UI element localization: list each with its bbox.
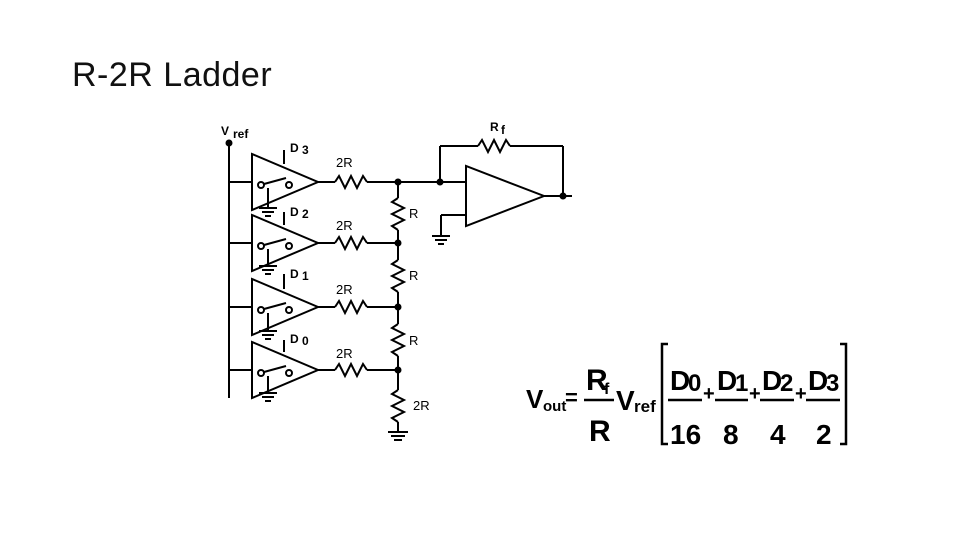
eq-term-d3-den: 2 [816, 419, 832, 450]
eq-term-d2-num: D [762, 365, 782, 396]
bit-resistor-label-d3: 2R [336, 155, 353, 170]
switch-buffer-d0 [251, 340, 321, 400]
eq-term-d1-den: 8 [723, 419, 739, 450]
vref-node [225, 139, 233, 147]
eq-term-d0-den: 16 [670, 419, 701, 450]
eq-term-d0-num-sub: 0 [688, 370, 701, 397]
ladder-rail [388, 178, 408, 441]
bit-label-d1-sub: 1 [302, 269, 309, 283]
eq-right-bracket [840, 342, 848, 446]
bit-label-d0: D [290, 332, 299, 346]
bit-stage-d2 [229, 212, 398, 275]
ladder-resistor-r1 [389, 197, 407, 231]
eq-left-bracket [660, 342, 668, 446]
resistor-2r-d0 [334, 361, 368, 379]
op-amp-section [398, 137, 572, 245]
bit-resistor-label-d1: 2R [336, 282, 353, 297]
ladder-resistor-r3 [389, 323, 407, 357]
ladder-label-r3: R [409, 333, 418, 348]
resistor-2r-d3 [334, 173, 368, 191]
eq-term-d1-num: D [717, 365, 737, 396]
bit-label-d2: D [290, 205, 299, 219]
bit-label-d3: D [290, 141, 299, 155]
bit-stage-d1 [229, 274, 398, 340]
bit-stage-d3 [229, 150, 398, 217]
eq-vref: V [616, 385, 635, 416]
switch-buffer-d1 [251, 277, 321, 337]
eq-term-d0-num: D [670, 365, 690, 396]
ladder-resistor-r2 [389, 259, 407, 293]
resistor-2r-d2 [334, 234, 368, 252]
rf-label: R [490, 120, 499, 134]
switch-buffer-d3 [251, 152, 321, 212]
ladder-label-r1: R [409, 206, 418, 221]
eq-vout: V [526, 384, 544, 414]
feedback-resistor-rf [477, 137, 511, 155]
eq-term-d2-num-sub: 2 [780, 370, 793, 397]
op-amp [465, 164, 547, 228]
ladder-label-r2: R [409, 268, 418, 283]
vref-label: V [221, 124, 229, 138]
ladder-label-2r: 2R [413, 398, 430, 413]
vout-equation: V out = R f R V ref D 0 16 + D 1 8 + D 2… [526, 342, 848, 450]
bit-label-d0-sub: 0 [302, 334, 309, 348]
bit-label-d2-sub: 2 [302, 207, 309, 221]
bit-resistor-label-d2: 2R [336, 218, 353, 233]
eq-plus-2: + [749, 383, 761, 405]
rf-label-sub: f [501, 123, 506, 137]
resistor-2r-d1 [334, 298, 368, 316]
bit-label-d1: D [290, 267, 299, 281]
bit-resistor-label-d0: 2R [336, 346, 353, 361]
eq-plus-1: + [703, 383, 715, 405]
vref-label-sub: ref [233, 127, 249, 141]
bit-label-d3-sub: 3 [302, 143, 309, 157]
eq-term-d3-num-sub: 3 [826, 370, 839, 397]
eq-equals: = [565, 385, 578, 410]
eq-rf-num: R [586, 364, 608, 397]
eq-vout-sub: out [543, 398, 566, 415]
eq-vref-sub: ref [634, 397, 656, 416]
eq-term-d1-num-sub: 1 [735, 370, 748, 397]
circuit-wiring [225, 137, 572, 441]
eq-plus-3: + [795, 383, 807, 405]
eq-rf-num-sub: f [604, 381, 610, 398]
eq-r-den: R [589, 415, 611, 448]
slide-title: R-2R Ladder [72, 56, 273, 94]
switch-buffer-d2 [251, 213, 321, 273]
eq-term-d3-num: D [808, 365, 828, 396]
bit-stage-d0 [229, 340, 398, 402]
eq-term-d2-den: 4 [770, 419, 786, 450]
ladder-resistor-2r [389, 389, 407, 423]
